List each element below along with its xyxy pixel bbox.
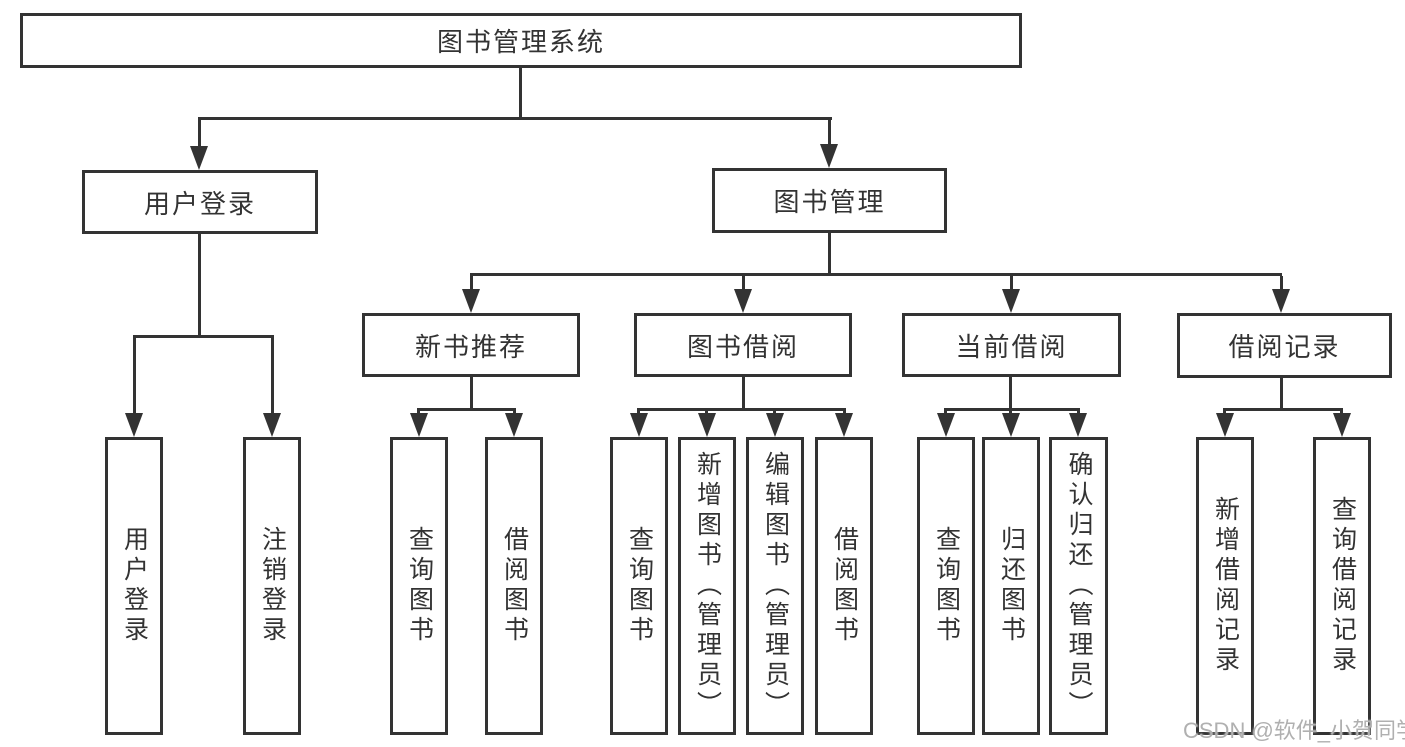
leaf-add-books-admin: 新增图书（管理员）: [678, 437, 736, 735]
node-new-book-recommend: 新书推荐: [362, 313, 580, 377]
leaf-query-borrow-record: 查询借阅记录: [1313, 437, 1371, 735]
node-library-system: 图书管理系统: [20, 13, 1022, 68]
connector-records-vertical: [1280, 378, 1283, 408]
leaf-user-login: 用户登录: [105, 437, 163, 735]
connector-stem: [1010, 276, 1013, 292]
arrow-down-icon: [698, 413, 716, 437]
leaf-edit-books-admin: 编辑图书（管理员）: [746, 437, 804, 735]
connector-root-vertical: [519, 68, 522, 120]
connector-userlogin-horizontal: [133, 335, 274, 338]
connector-stem: [1280, 276, 1283, 292]
arrow-down-icon: [835, 413, 853, 437]
arrow-down-icon: [1069, 413, 1087, 437]
arrow-down-icon: [820, 144, 838, 168]
arrow-down-icon: [505, 413, 523, 437]
connector-bookmgmt-horizontal: [470, 273, 1282, 276]
connector-userlogin-vertical: [198, 234, 201, 338]
node-user-login: 用户登录: [82, 170, 318, 234]
connector-stem: [470, 276, 473, 292]
connector-current-vertical: [1009, 377, 1012, 408]
arrow-down-icon: [190, 146, 208, 170]
arrow-down-icon: [734, 289, 752, 313]
arrow-down-icon: [937, 413, 955, 437]
connector-stem: [133, 338, 136, 415]
leaf-query-books-borrow: 查询图书: [610, 437, 668, 735]
arrow-down-icon: [462, 289, 480, 313]
node-book-borrow: 图书借阅: [634, 313, 852, 377]
leaf-confirm-return-admin: 确认归还（管理员）: [1049, 437, 1108, 735]
leaf-query-books-recommend: 查询图书: [390, 437, 448, 735]
leaf-add-borrow-record: 新增借阅记录: [1196, 437, 1254, 735]
node-book-management: 图书管理: [712, 168, 947, 233]
connector-root-horizontal: [198, 117, 832, 120]
connector-borrow-horizontal: [637, 408, 846, 411]
arrow-down-icon: [1216, 413, 1234, 437]
connector-stem: [198, 120, 201, 148]
connector-bookmgmt-vertical: [828, 233, 831, 275]
connector-recommend-horizontal: [417, 408, 516, 411]
arrow-down-icon: [410, 413, 428, 437]
node-borrow-records: 借阅记录: [1177, 313, 1392, 378]
arrow-down-icon: [1002, 413, 1020, 437]
connector-stem: [742, 276, 745, 292]
connector-current-horizontal: [944, 408, 1080, 411]
connector-recommend-vertical: [470, 377, 473, 408]
leaf-borrow-books-borrow: 借阅图书: [815, 437, 873, 735]
arrow-down-icon: [630, 413, 648, 437]
arrow-down-icon: [1333, 413, 1351, 437]
arrow-down-icon: [1272, 289, 1290, 313]
watermark: CSDN @软件_小贺同学: [1183, 718, 1405, 743]
leaf-borrow-books-recommend: 借阅图书: [485, 437, 543, 735]
arrow-down-icon: [1002, 289, 1020, 313]
connector-records-horizontal: [1223, 408, 1343, 411]
connector-stem: [271, 338, 274, 415]
arrow-down-icon: [766, 413, 784, 437]
node-current-borrow: 当前借阅: [902, 313, 1121, 377]
arrow-down-icon: [263, 413, 281, 437]
connector-stem: [828, 120, 831, 146]
leaf-return-books: 归还图书: [982, 437, 1040, 735]
leaf-query-books-current: 查询图书: [917, 437, 975, 735]
connector-borrow-vertical: [742, 377, 745, 408]
leaf-logout-login: 注销登录: [243, 437, 301, 735]
arrow-down-icon: [125, 413, 143, 437]
